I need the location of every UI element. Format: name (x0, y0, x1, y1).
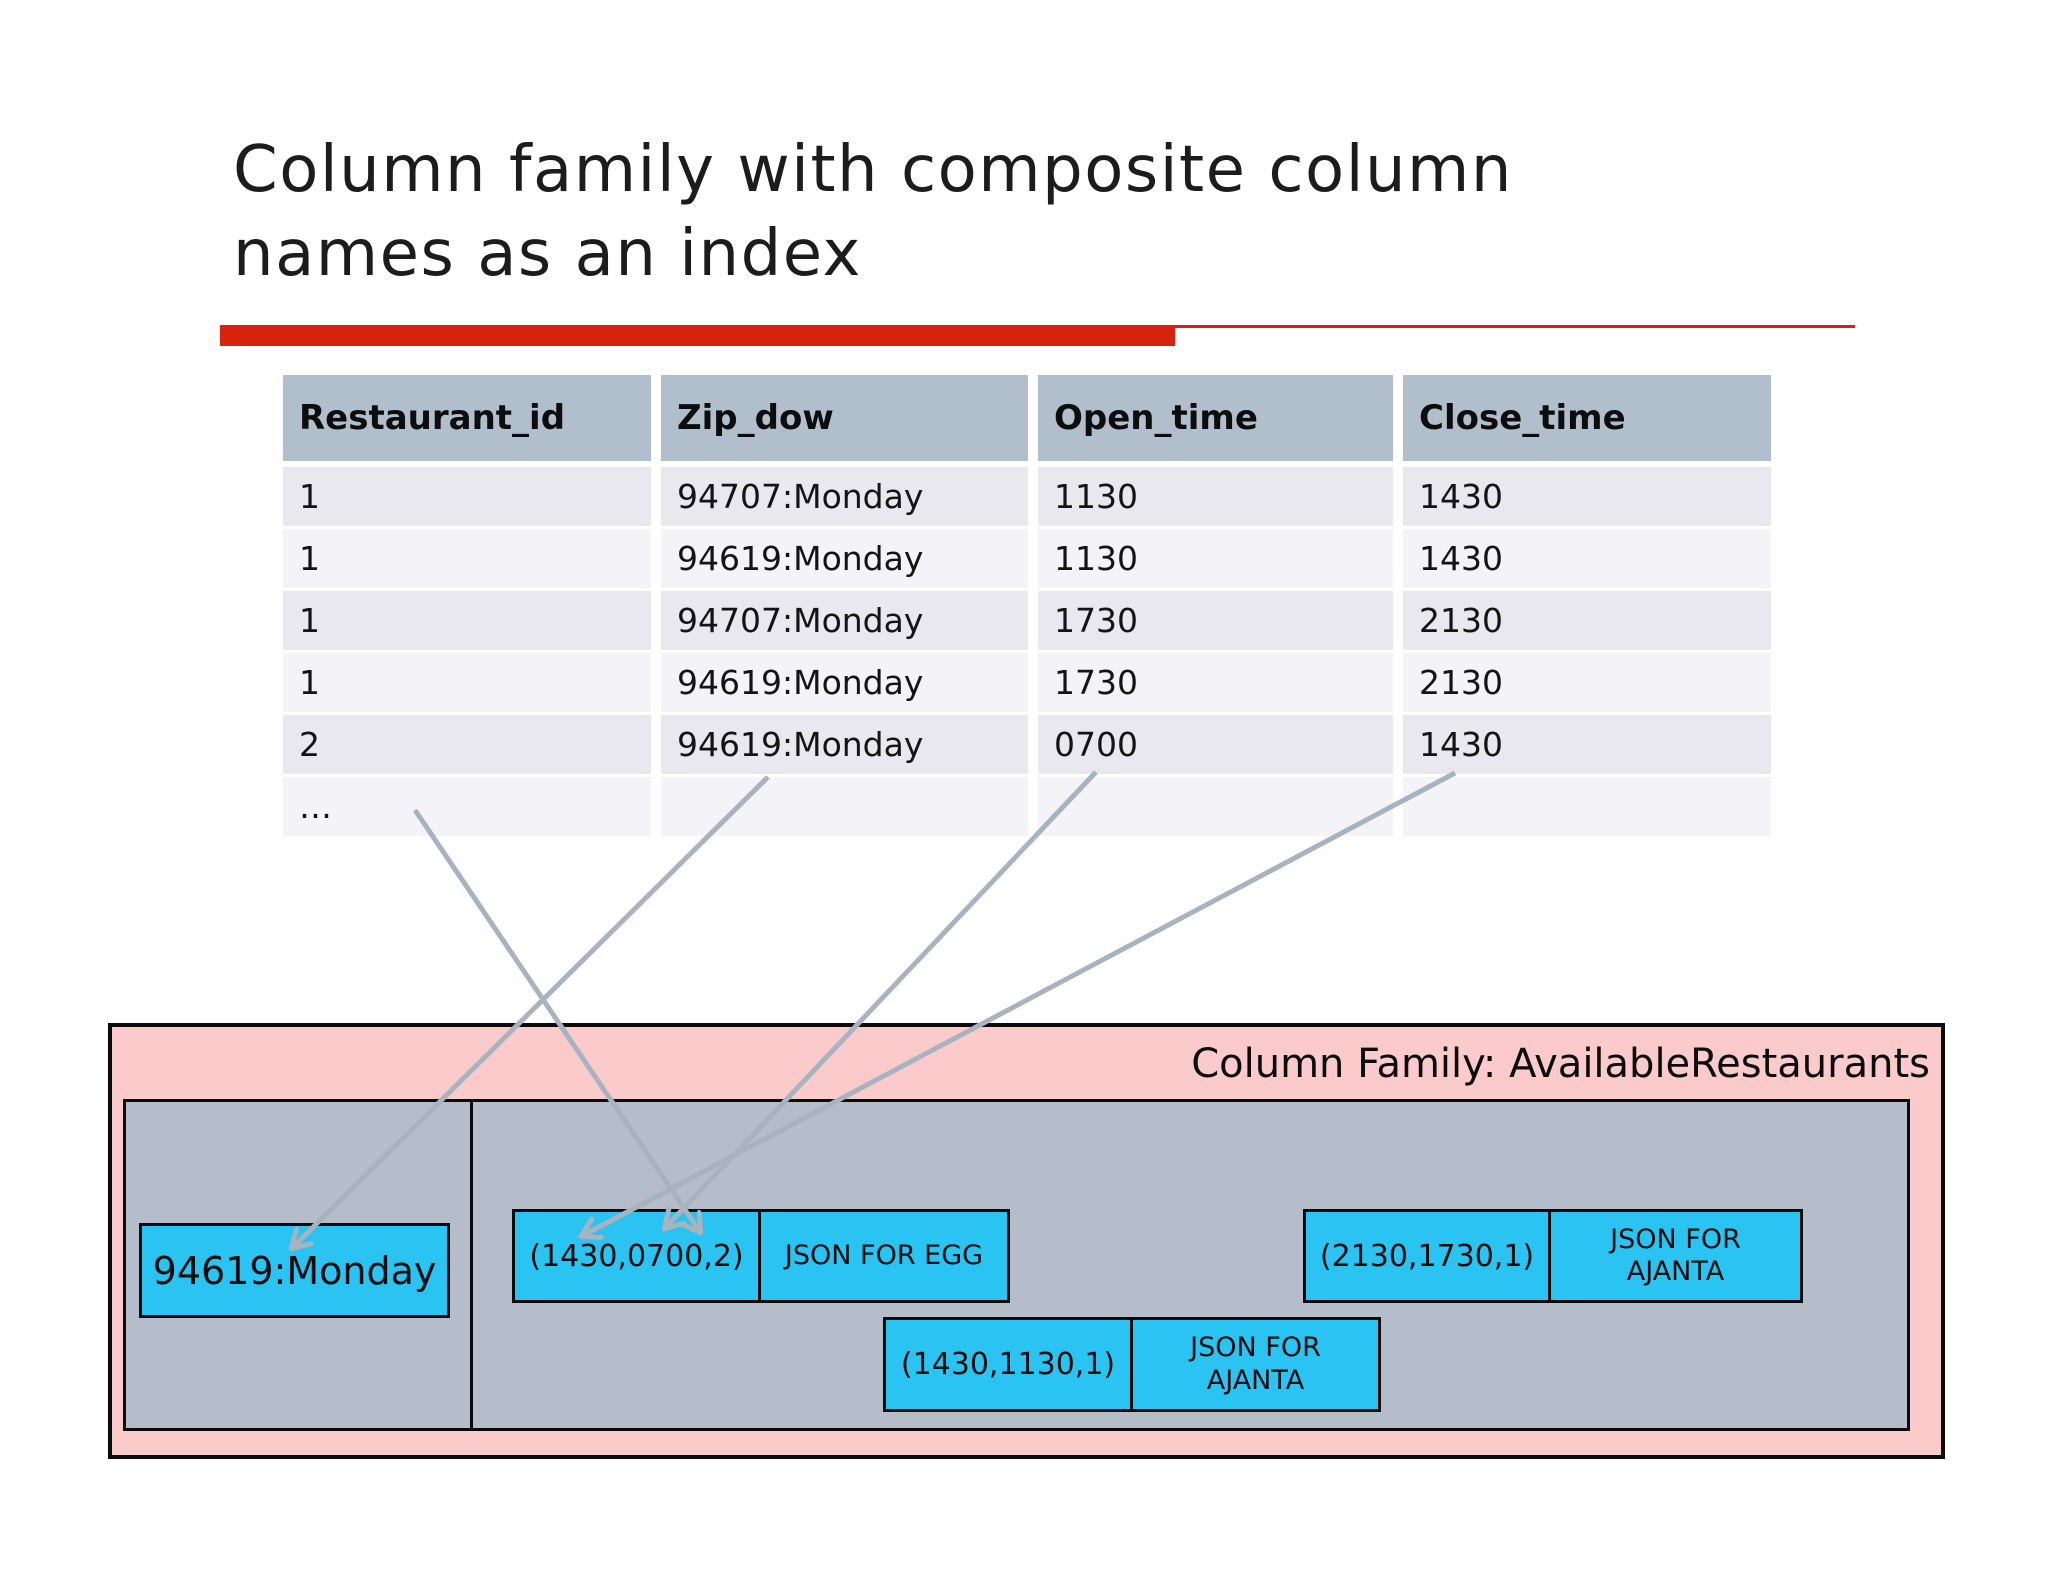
table-cell: 1 (283, 653, 651, 712)
column-ajanta-evening: (2130,1730,1) JSON FOR AJANTA (1303, 1209, 1803, 1303)
column-value-text: JSON FOR AJANTA (1610, 1223, 1741, 1287)
column-value-cell: JSON FOR AJANTA (1551, 1209, 1803, 1303)
table-cell: 94707:Monday (661, 467, 1028, 526)
column-name-cell: (2130,1730,1) (1303, 1209, 1551, 1303)
table-cell: 1730 (1038, 653, 1393, 712)
column-value-text: JSON FOR AJANTA (1190, 1332, 1321, 1396)
table-cell: 1430 (1403, 467, 1771, 526)
page-title-line2: names as an index (233, 217, 862, 291)
table-cell: 1 (283, 529, 651, 588)
column-value-cell: JSON FOR AJANTA (1133, 1317, 1381, 1412)
table-body: 1 94707:Monday 1130 1430 1 94619:Monday … (283, 467, 1771, 836)
table-cell (661, 777, 1028, 836)
index-table: Restaurant_id Zip_dow Open_time Close_ti… (283, 375, 1771, 836)
page-title: Column family with composite column name… (233, 128, 1513, 296)
column-value-text: JSON FOR EGG (784, 1239, 984, 1271)
column-header-close-time: Close_time (1403, 375, 1771, 461)
column-ajanta-lunch: (1430,1130,1) JSON FOR AJANTA (883, 1317, 1381, 1412)
column-header-open-time: Open_time (1038, 375, 1393, 461)
table-cell: 1 (283, 467, 651, 526)
table-cell: 0700 (1038, 715, 1393, 774)
column-family-label: Column Family: AvailableRestaurants (1191, 1041, 1930, 1087)
column-name-cell: (1430,1130,1) (883, 1317, 1133, 1412)
row-key-box: 94619:Monday (139, 1223, 450, 1318)
table-cell: 1130 (1038, 529, 1393, 588)
table-cell (1403, 777, 1771, 836)
table-cell: 2130 (1403, 653, 1771, 712)
table-cell-ellipsis: … (283, 777, 651, 836)
table-header-row: Restaurant_id Zip_dow Open_time Close_ti… (283, 375, 1771, 461)
column-header-restaurant-id: Restaurant_id (283, 375, 651, 461)
row-key-divider (470, 1099, 473, 1431)
table-cell: 94619:Monday (661, 653, 1028, 712)
column-value-cell: JSON FOR EGG (761, 1209, 1010, 1303)
table-cell: 2130 (1403, 591, 1771, 650)
table-cell: 1430 (1403, 715, 1771, 774)
table-cell: 1730 (1038, 591, 1393, 650)
column-name-cell: (1430,0700,2) (512, 1209, 761, 1303)
table-cell (1038, 777, 1393, 836)
table-cell: 94619:Monday (661, 715, 1028, 774)
table-cell: 1 (283, 591, 651, 650)
table-cell: 94619:Monday (661, 529, 1028, 588)
page-title-line1: Column family with composite column (233, 133, 1513, 207)
table-cell: 2 (283, 715, 651, 774)
table-cell: 1130 (1038, 467, 1393, 526)
table-cell: 94707:Monday (661, 591, 1028, 650)
table-cell: 1430 (1403, 529, 1771, 588)
title-divider-bar (220, 325, 1175, 346)
column-header-zip-dow: Zip_dow (661, 375, 1028, 461)
column-egg: (1430,0700,2) JSON FOR EGG (512, 1209, 1010, 1303)
